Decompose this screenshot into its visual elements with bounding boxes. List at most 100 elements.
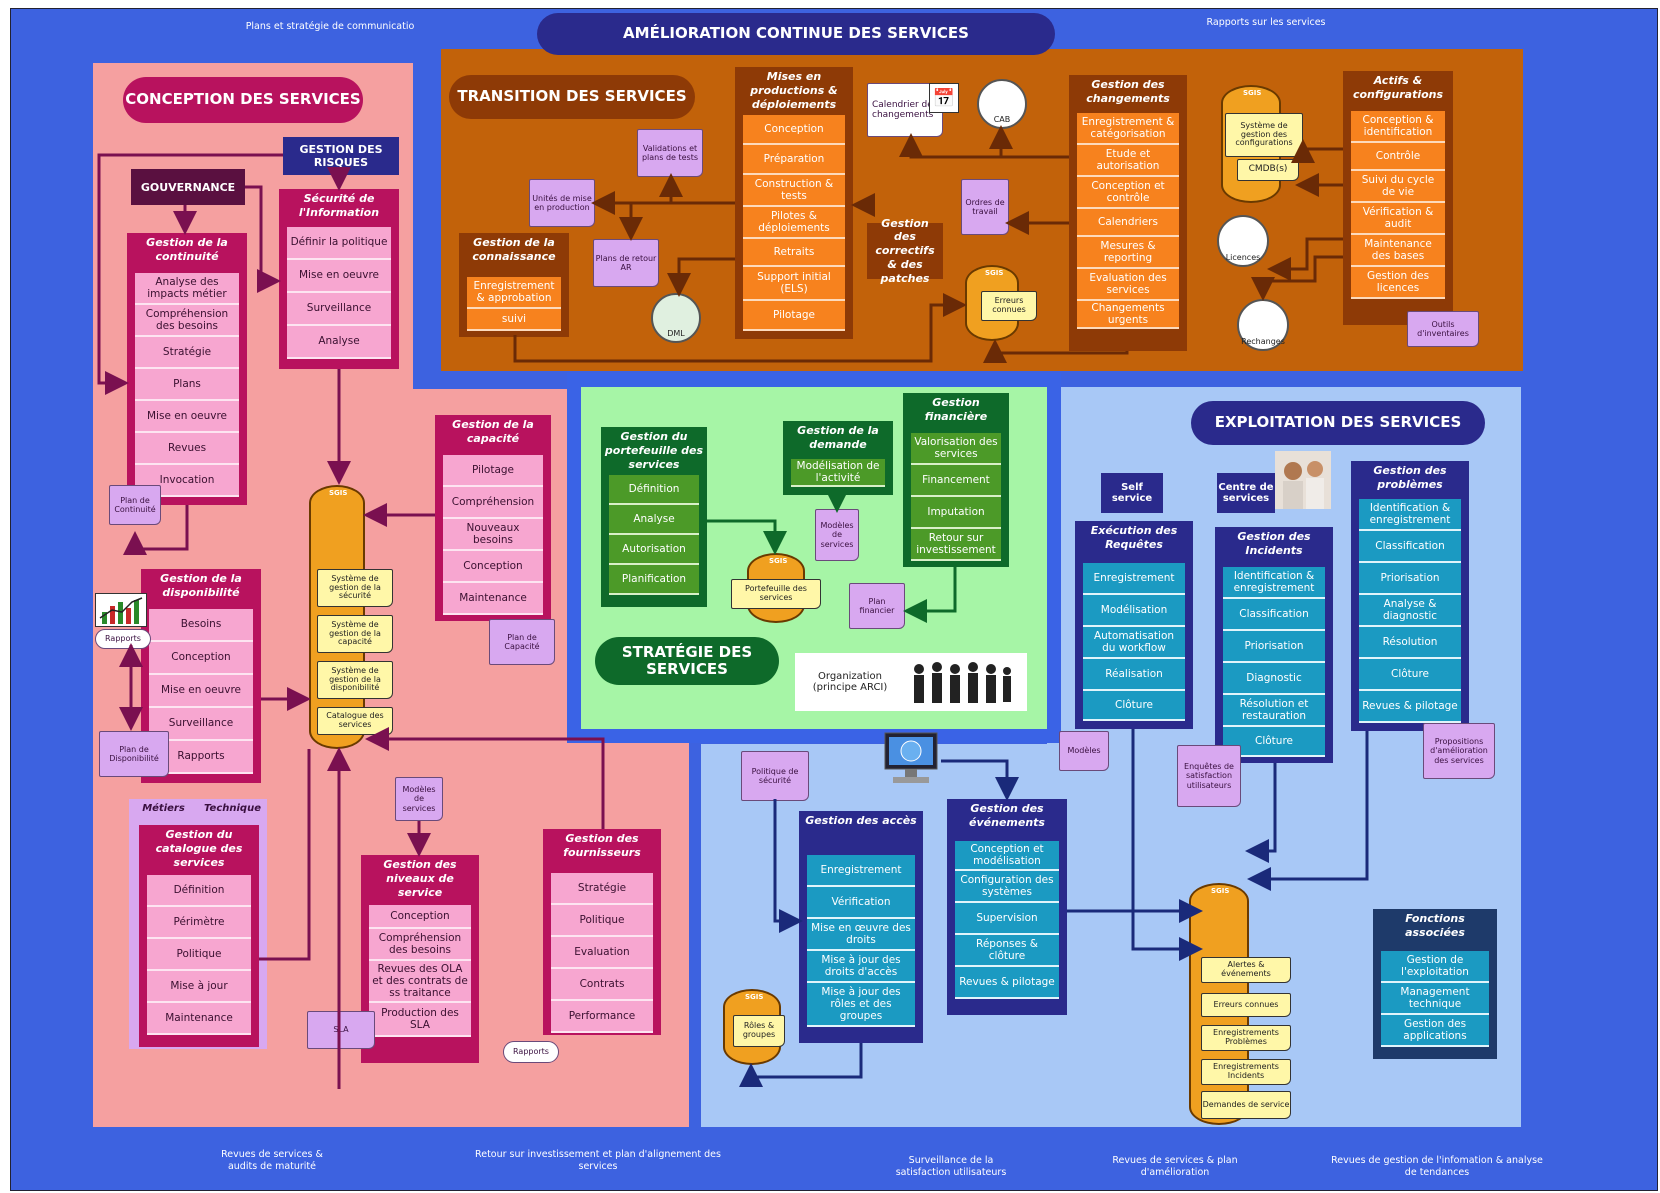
list-item: Changements urgents bbox=[1077, 301, 1179, 329]
doc-rollback: Plans de retour AR bbox=[593, 239, 659, 287]
doc-units: Unités de mise en production bbox=[529, 179, 595, 227]
doc-models: Modèles bbox=[1059, 731, 1109, 771]
list-item: Plans bbox=[135, 369, 239, 401]
list-item: Contrôle bbox=[1351, 143, 1445, 171]
list-item: suivi bbox=[467, 309, 561, 331]
list-item: Analyse & diagnostic bbox=[1359, 595, 1461, 627]
organization-label: Organization (principe ARCI) bbox=[812, 671, 888, 693]
list-item: Définition bbox=[609, 475, 699, 505]
availability-box: Gestion de la disponibilité Besoins Conc… bbox=[141, 569, 261, 783]
portfolio-items: Définition Analyse Autorisation Planific… bbox=[609, 475, 699, 595]
list-item: Réalisation bbox=[1083, 659, 1185, 691]
list-item: Priorisation bbox=[1359, 563, 1461, 595]
tab-metiers: Métiers bbox=[142, 803, 185, 814]
cab-circle: CAB bbox=[977, 79, 1027, 129]
list-item: Compréhension des besoins bbox=[369, 929, 471, 961]
list-item: Revues & pilotage bbox=[955, 967, 1059, 999]
ext-label-bottom-1: Revues de services & audits de maturité bbox=[221, 1149, 323, 1172]
list-item: Surveillance bbox=[287, 293, 391, 326]
doc-continuity-plan: Plan de Continuité bbox=[109, 485, 161, 525]
list-item: Politique bbox=[551, 905, 653, 937]
list-item: Enregistrement bbox=[807, 855, 915, 887]
ext-label-top-left: Plans et stratégie de communicatio bbox=[245, 21, 415, 32]
diagram-frame: AMÉLIORATION CONTINUE DES SERVICES CONCE… bbox=[10, 8, 1658, 1191]
list-item: Enregistrement bbox=[1083, 563, 1185, 595]
changes-title: Gestion des changements bbox=[1086, 78, 1170, 105]
service-desk-photo bbox=[1275, 451, 1331, 509]
catalogue-items: Définition Périmètre Politique Mise à jo… bbox=[147, 875, 251, 1035]
list-item: Résolution et restauration bbox=[1223, 695, 1325, 727]
events-box: Gestion des événements Conception et mod… bbox=[947, 799, 1067, 1015]
doc-models: Modèles de services bbox=[815, 509, 859, 561]
sgis-doc-known-errors: Erreurs connues bbox=[1201, 993, 1291, 1017]
list-item: Gestion de l'exploitation bbox=[1381, 951, 1489, 983]
list-item: Automatisation du workflow bbox=[1083, 627, 1185, 659]
list-item: Conception bbox=[443, 551, 543, 583]
doc-cms: Système de gestion des configurations bbox=[1225, 113, 1303, 157]
roles-sgis-label: SGIS bbox=[745, 993, 764, 1001]
access-box: Gestion des accès Enregistrement Vérific… bbox=[799, 811, 923, 1043]
list-item: Identification & enregistrement bbox=[1223, 567, 1325, 599]
access-items: Enregistrement Vérification Mise en œuvr… bbox=[807, 855, 915, 1027]
connector-arrows bbox=[97, 125, 1369, 1089]
list-item: Financement bbox=[911, 465, 1001, 497]
functions-box: Fonctions associées Gestion de l'exploit… bbox=[1373, 909, 1497, 1059]
sgis-doc-capacity: Système de gestion de la capacité bbox=[317, 615, 393, 653]
list-item: Management technique bbox=[1381, 983, 1489, 1015]
financial-box: Gestion financière Valorisation des serv… bbox=[903, 393, 1009, 567]
operation-banner: EXPLOITATION DES SERVICES bbox=[1191, 401, 1485, 445]
list-item: Retraits bbox=[743, 239, 845, 267]
requests-box: Exécution des Requêtes Enregistrement Mo… bbox=[1075, 521, 1193, 729]
list-item: Compréhension bbox=[443, 487, 543, 519]
service-desk-box: Centre de services bbox=[1217, 473, 1275, 513]
list-item: Contrats bbox=[551, 969, 653, 1001]
computer-icon bbox=[879, 729, 943, 789]
list-item: Construction & tests bbox=[743, 175, 845, 207]
access-title: Gestion des accès bbox=[805, 814, 917, 827]
list-item: Maintenance bbox=[443, 583, 543, 615]
knowledge-title: Gestion de la connaissance bbox=[472, 236, 556, 263]
list-item: Maintenance bbox=[147, 1003, 251, 1035]
demand-title: Gestion de la demande bbox=[797, 424, 879, 451]
list-item: Priorisation bbox=[1223, 631, 1325, 663]
list-item: Modélisation bbox=[1083, 595, 1185, 627]
doc-financial-plan: Plan financier bbox=[849, 583, 905, 629]
suppliers-title: Gestion des fournisseurs bbox=[563, 832, 641, 859]
financial-items: Valorisation des services Financement Im… bbox=[911, 433, 1001, 561]
list-item: Gestion des applications bbox=[1381, 1015, 1489, 1047]
doc-availability-plan: Plan de Disponibilité bbox=[99, 731, 169, 777]
list-item: Performance bbox=[551, 1001, 653, 1033]
demand-box: Gestion de la demande Modélisation de l'… bbox=[783, 421, 893, 495]
doc-portfolio: Portefeuille des services bbox=[731, 579, 821, 609]
list-item: Autorisation bbox=[609, 535, 699, 565]
levels-items: Conception Compréhension des besoins Rev… bbox=[369, 905, 471, 1037]
list-item: Mise à jour des droits d'accès bbox=[807, 951, 915, 983]
list-item: Classification bbox=[1359, 531, 1461, 563]
calendar-icon: 📅 bbox=[929, 83, 959, 113]
doc-sla: SLA bbox=[307, 1011, 375, 1049]
list-item: Analyse bbox=[609, 505, 699, 535]
list-item: Conception et contrôle bbox=[1077, 177, 1179, 209]
list-item: Résolution bbox=[1359, 627, 1461, 659]
list-item: Retour sur investissement bbox=[911, 529, 1001, 561]
continuity-box: Gestion de la continuité Analyse des imp… bbox=[127, 233, 247, 505]
list-item: Enregistrement & catégorisation bbox=[1077, 113, 1179, 145]
list-item: Conception et modélisation bbox=[955, 841, 1059, 871]
doc-work-orders: Ordres de travail bbox=[961, 179, 1009, 235]
incidents-box: Gestion des Incidents Identification & e… bbox=[1215, 527, 1333, 763]
list-item: Mise en œuvre des droits bbox=[807, 919, 915, 951]
assets-items: Conception & identification Contrôle Sui… bbox=[1351, 111, 1445, 299]
portfolio-box: Gestion du portefeuille des services Déf… bbox=[601, 427, 707, 607]
demand-items: Modélisation de l'activité bbox=[791, 459, 885, 487]
list-item: Classification bbox=[1223, 599, 1325, 631]
ext-label-top-right: Rapports sur les services bbox=[1206, 17, 1326, 28]
sgis-operation-label: SGIS bbox=[1211, 887, 1230, 895]
list-item: Revues & pilotage bbox=[1359, 691, 1461, 723]
sgis-doc-requests: Demandes de service bbox=[1201, 1091, 1291, 1119]
list-item: Pilotes & déploiements bbox=[743, 207, 845, 239]
doc-capacity-plan: Plan de Capacité bbox=[489, 619, 555, 665]
list-item: Planification bbox=[609, 565, 699, 595]
list-item: Revues bbox=[135, 433, 239, 465]
ext-label-bottom-5: Revues de gestion de l'infomation & anal… bbox=[1331, 1155, 1543, 1178]
suppliers-box: Gestion des fournisseurs Stratégie Polit… bbox=[543, 829, 661, 1035]
